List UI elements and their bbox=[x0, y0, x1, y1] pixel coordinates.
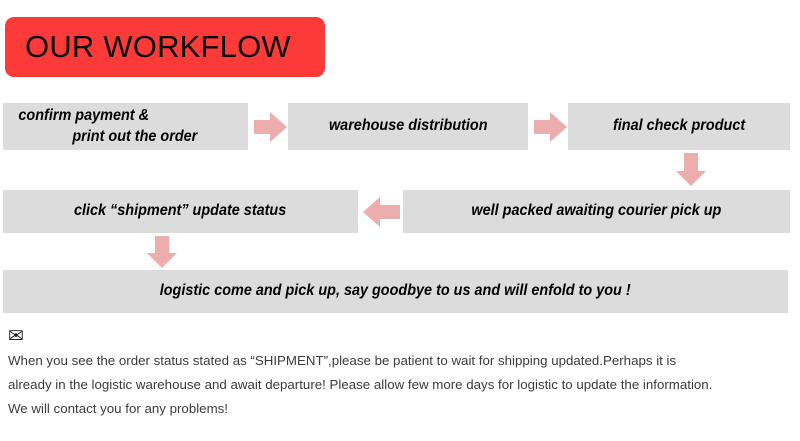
arrow-shaft bbox=[684, 153, 698, 171]
arrow-right-icon bbox=[254, 112, 287, 142]
arrow-head bbox=[676, 171, 706, 186]
flow-step-final-check-product: final check product bbox=[568, 103, 790, 150]
flow-step-label-line-1: confirm payment & bbox=[18, 106, 149, 124]
footer-note-line: already in the logistic warehouse and aw… bbox=[8, 377, 713, 392]
flow-step-well-packed-awaiting-courier: well packed awaiting courier pick up bbox=[403, 190, 790, 233]
flow-step-label: final check product bbox=[612, 117, 746, 135]
flow-step-label: well packed awaiting courier pick up bbox=[471, 202, 722, 220]
arrow-shaft bbox=[254, 120, 270, 134]
arrow-down-icon bbox=[147, 236, 177, 268]
arrow-left-icon bbox=[363, 197, 400, 227]
flow-step-label: click “shipment” update status bbox=[74, 202, 287, 220]
arrow-shaft bbox=[155, 236, 169, 253]
footer-note-line: We will contact you for any problems! bbox=[8, 401, 228, 416]
flow-step-label: logistic come and pick up, say goodbye t… bbox=[160, 282, 631, 300]
flow-step-label: warehouse distribution bbox=[328, 117, 488, 135]
footer-note: ✉ When you see the order status stated a… bbox=[8, 327, 794, 421]
footer-note-line: When you see the order status stated as … bbox=[8, 353, 677, 368]
envelope-icon: ✉ bbox=[8, 326, 24, 347]
flow-step-click-shipment-update-status: click “shipment” update status bbox=[3, 190, 358, 233]
arrow-head bbox=[270, 112, 287, 142]
flow-step-label: confirm payment & print out the order bbox=[10, 106, 197, 148]
arrow-head bbox=[363, 197, 380, 227]
arrow-shaft bbox=[534, 120, 550, 134]
arrow-head bbox=[550, 112, 567, 142]
flow-step-label-line-2: print out the order bbox=[72, 127, 198, 145]
page-title: OUR WORKFLOW bbox=[25, 29, 291, 64]
flow-step-logistic-pickup: logistic come and pick up, say goodbye t… bbox=[3, 270, 788, 313]
flow-step-warehouse-distribution: warehouse distribution bbox=[288, 103, 528, 150]
arrow-head bbox=[147, 253, 177, 268]
arrow-shaft bbox=[380, 205, 400, 219]
title-banner: OUR WORKFLOW bbox=[5, 17, 325, 77]
flow-step-confirm-payment: confirm payment & print out the order bbox=[3, 103, 248, 150]
arrow-right-icon bbox=[534, 112, 567, 142]
arrow-down-icon bbox=[676, 153, 706, 186]
